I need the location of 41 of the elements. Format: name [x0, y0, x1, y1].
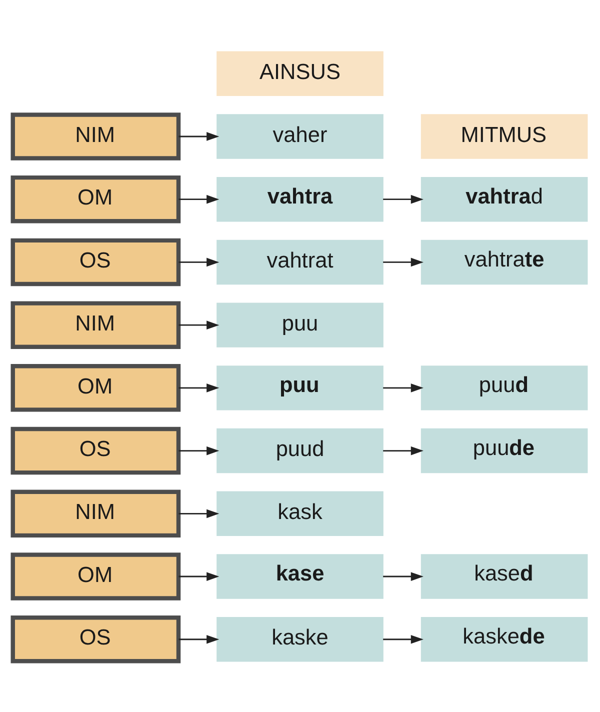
node-box: vahtrate	[420, 239, 588, 284]
arrow	[178, 634, 220, 644]
arrow	[178, 194, 220, 204]
node-box: OM	[10, 174, 181, 223]
node-box: NIM	[10, 489, 181, 538]
node-box: MITMUS	[420, 114, 588, 158]
node-box: NIM	[10, 300, 181, 348]
node-box: kased	[420, 554, 588, 598]
arrow	[178, 257, 220, 266]
arrow	[383, 257, 424, 266]
node-box: OM	[10, 552, 181, 600]
node-box: kase	[216, 554, 384, 598]
node-box: puud	[420, 365, 588, 410]
node-box: puud	[216, 428, 384, 473]
node-box: kaskede	[420, 616, 588, 662]
node-box: vaher	[216, 114, 384, 158]
node-box: vahtrat	[216, 239, 384, 284]
node-box: puude	[420, 428, 588, 473]
arrow	[178, 508, 220, 518]
node-box: puu	[216, 365, 384, 410]
node-box: vahtrad	[420, 176, 588, 222]
arrow	[383, 634, 424, 644]
arrow	[178, 132, 220, 140]
node-box: OM	[10, 364, 181, 412]
arrow	[383, 572, 424, 580]
node-box: OS	[10, 615, 181, 663]
arrow	[383, 194, 424, 204]
node-box: AINSUS	[216, 50, 384, 96]
node-box: vahtra	[216, 176, 384, 222]
arrow	[178, 572, 220, 580]
node-box: kaske	[216, 616, 384, 662]
arrow	[178, 446, 220, 455]
node-box: puu	[216, 302, 384, 347]
arrow	[178, 383, 220, 392]
node-box: kask	[216, 490, 384, 536]
arrow	[383, 446, 424, 455]
arrow	[383, 383, 424, 392]
arrow	[178, 320, 220, 329]
node-box: OS	[10, 426, 181, 474]
node-box: OS	[10, 238, 181, 286]
node-box: NIM	[10, 112, 181, 160]
